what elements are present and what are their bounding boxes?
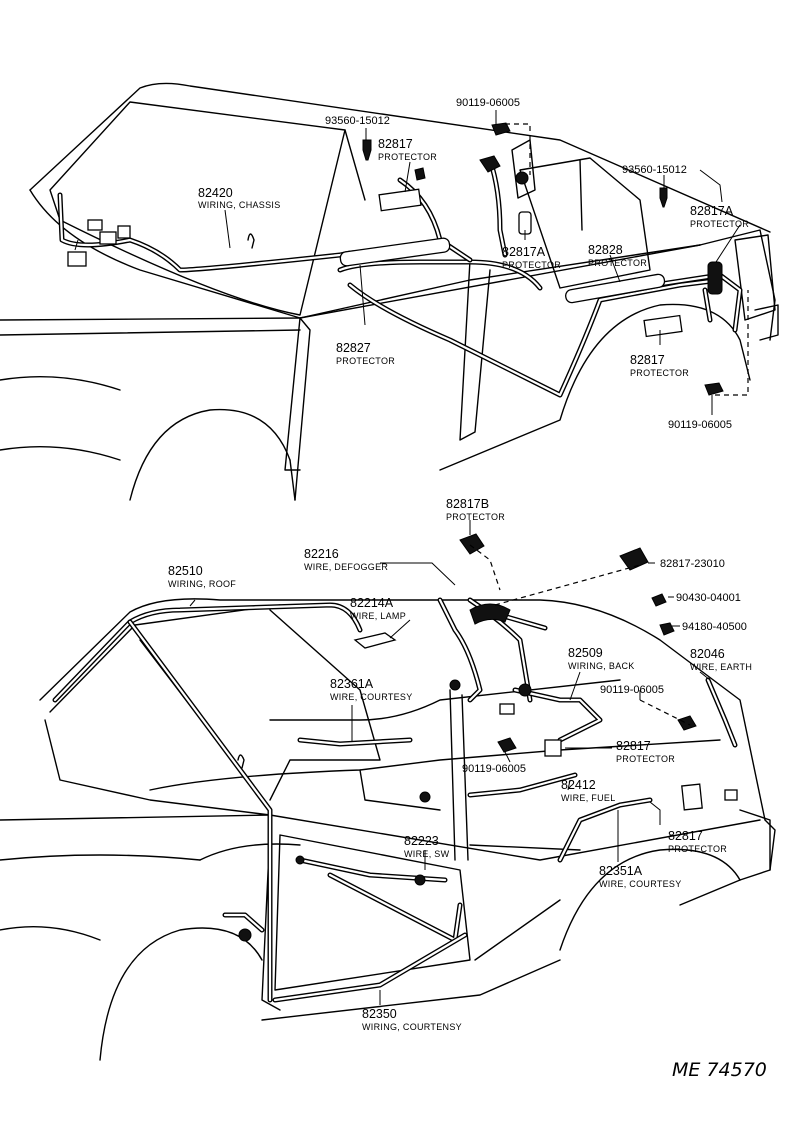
part-82817-c-number: 82817 [616, 739, 651, 753]
part-82510-desc: WIRING, ROOF [168, 579, 236, 589]
part-82223-desc: WIRE, SW [404, 849, 450, 859]
part-82817-desc: PROTECTOR [378, 152, 437, 162]
part-82351A-number: 82351A [599, 864, 643, 878]
part-82817-d-desc: PROTECTOR [668, 844, 727, 854]
part-82817B-desc: PROTECTOR [446, 512, 505, 522]
part-82216-number: 82216 [304, 547, 339, 561]
upper-body-view [0, 82, 779, 501]
part-82361A-desc: WIRE, COURTESY [330, 692, 413, 702]
part-82828-desc: PROTECTOR [588, 258, 647, 268]
part-82214A-number: 82214A [350, 596, 394, 610]
part-90119-06005-c-label: 90119-06005 [600, 684, 664, 696]
part-82817B-number: 82817B [446, 497, 489, 511]
part-82817-23010-label: 82817-23010 [660, 558, 725, 570]
part-90430-04001-label: 90430-04001 [676, 592, 741, 604]
part-90119-06005-label: 90119-06005 [456, 97, 520, 109]
part-82817A-desc: PROTECTOR [690, 219, 749, 229]
part-82350-desc: WIRING, COURTENSY [362, 1022, 462, 1032]
part-82361A-number: 82361A [330, 677, 374, 691]
part-82827-desc: PROTECTOR [336, 356, 395, 366]
part-82827-number: 82827 [336, 341, 371, 355]
part-82817A-number: 82817A [690, 204, 734, 218]
part-82510-number: 82510 [168, 564, 203, 578]
part-82817-c-desc: PROTECTOR [616, 754, 675, 764]
upper-labels: 93560-15012 90119-06005 82817 PROTECTOR … [198, 97, 749, 431]
catalog-code: ME 74570 [672, 1059, 767, 1081]
part-82828-number: 82828 [588, 243, 623, 257]
part-90119-06005-b-label: 90119-06005 [668, 419, 732, 431]
part-82412-desc: WIRE, FUEL [561, 793, 616, 803]
part-82216-desc: WIRE, DEFOGGER [304, 562, 388, 572]
part-82817-b-number: 82817 [630, 353, 665, 367]
part-82214A-desc: WIRE, LAMP [350, 611, 406, 621]
part-82351A-desc: WIRE, COURTESY [599, 879, 682, 889]
part-82817-number: 82817 [378, 137, 413, 151]
part-82509-number: 82509 [568, 646, 603, 660]
lower-labels: 82817B PROTECTOR 82216 WIRE, DEFOGGER 82… [168, 497, 752, 1032]
part-82223-number: 82223 [404, 834, 439, 848]
part-82420-desc: WIRING, CHASSIS [198, 200, 281, 210]
part-82350-number: 82350 [362, 1007, 397, 1021]
part-82817-d-number: 82817 [668, 829, 703, 843]
part-93560-15012-b-label: 93560-15012 [622, 164, 687, 176]
part-82412-number: 82412 [561, 778, 596, 792]
part-82817-b-desc: PROTECTOR [630, 368, 689, 378]
part-93560-15012-label: 93560-15012 [325, 115, 390, 127]
part-82046-number: 82046 [690, 647, 725, 661]
part-82046-desc: WIRE, EARTH [690, 662, 752, 672]
part-82817A-b-desc: PROTECTOR [502, 260, 561, 270]
part-94180-40500-label: 94180-40500 [682, 621, 747, 633]
part-90119-06005-d-label: 90119-06005 [462, 763, 526, 775]
part-82817A-b-number: 82817A [502, 245, 546, 259]
part-82509-desc: WIRING, BACK [568, 661, 635, 671]
lower-body-view [0, 520, 776, 1061]
part-82420-number: 82420 [198, 186, 233, 200]
